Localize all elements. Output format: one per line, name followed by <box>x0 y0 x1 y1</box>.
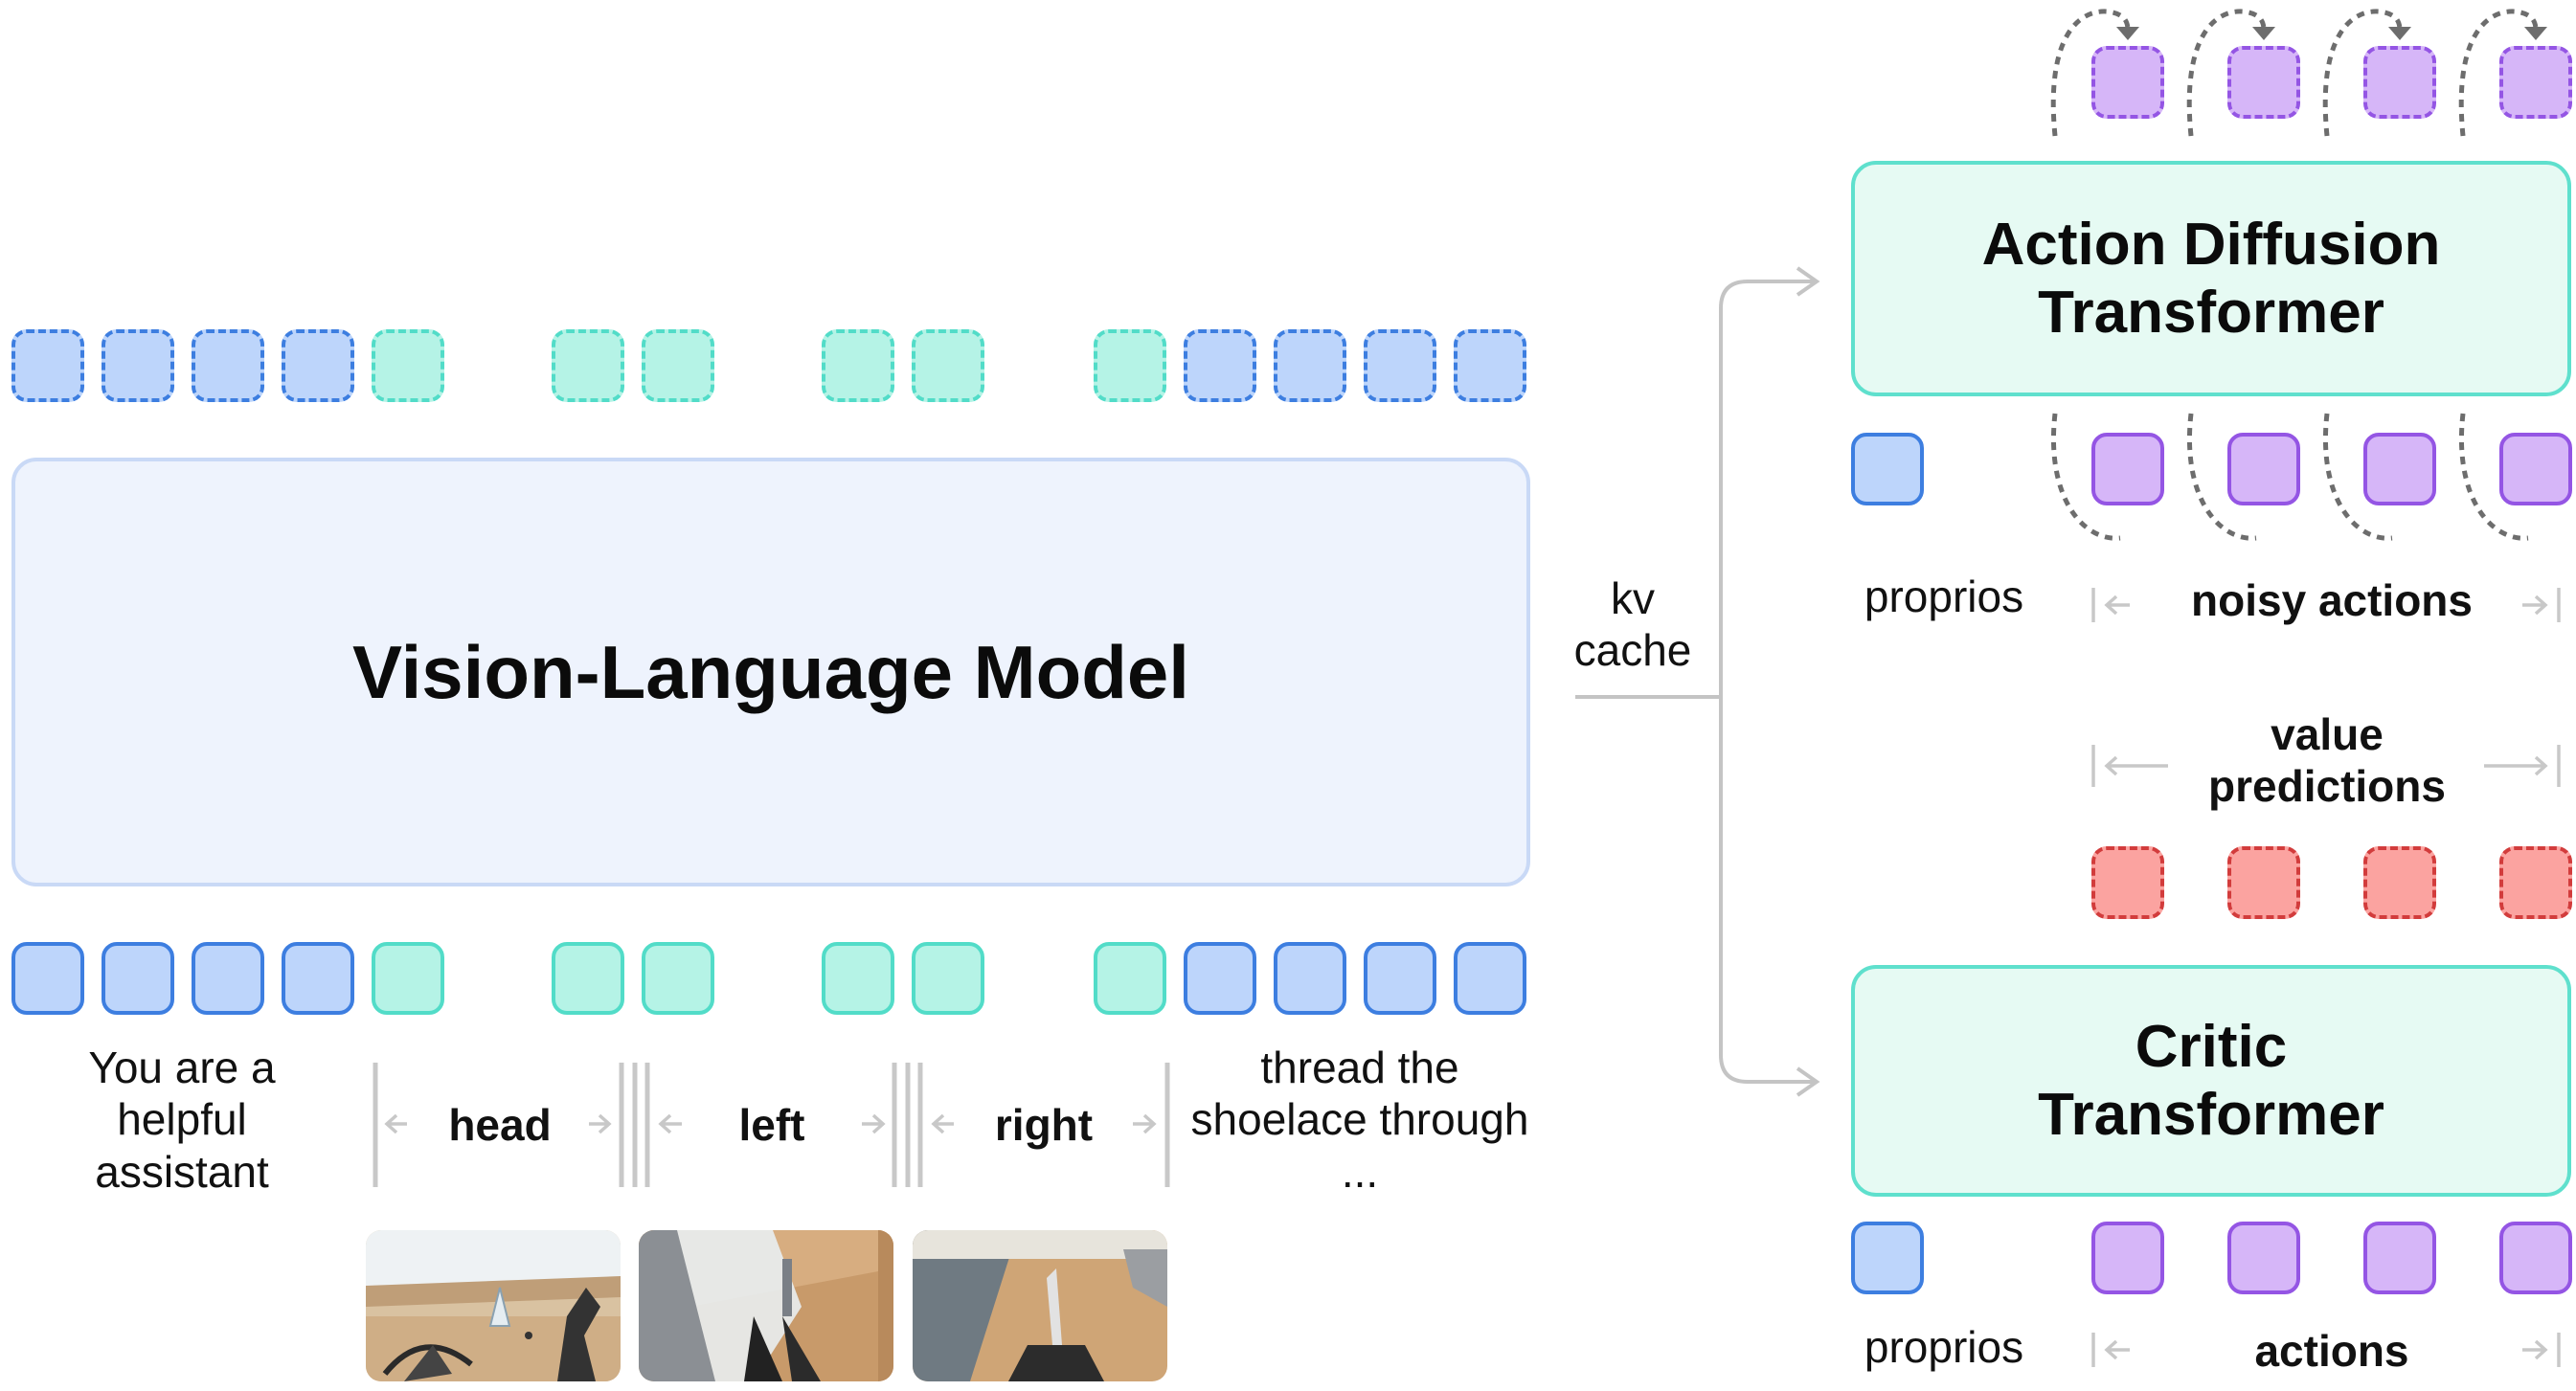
proprios-label: proprios <box>1864 572 2024 621</box>
text-output-token <box>1454 329 1526 402</box>
text-input-token <box>1364 942 1436 1015</box>
value-predictions-label: value predictions <box>2208 709 2446 812</box>
noisy-action-token <box>2227 433 2300 505</box>
head-label: head <box>448 1100 552 1150</box>
text-input-token <box>1184 942 1256 1015</box>
vision-language-model: Vision-Language Model <box>11 458 1530 886</box>
noisy-action-token <box>2363 433 2436 505</box>
instruction-label: thread the shoelace through ... <box>1190 1043 1529 1197</box>
text-output-token <box>1184 329 1256 402</box>
text-input-token <box>192 942 264 1015</box>
prompt-label: You are a helpful assistant <box>88 1043 276 1197</box>
image-input-token <box>912 942 984 1015</box>
critic-transformer-title: Critic Transformer <box>2038 1013 2384 1148</box>
proprio-token <box>1851 1222 1924 1294</box>
action-token <box>2227 1222 2300 1294</box>
segment-arrows <box>384 1113 1157 1134</box>
denoised-action-token <box>2227 46 2300 119</box>
denoised-action-token <box>2091 46 2164 119</box>
text-output-token <box>11 329 84 402</box>
kv-cache-label: kv cache <box>1573 573 1692 676</box>
value-prediction-token <box>2499 846 2572 919</box>
text-input-token <box>282 942 354 1015</box>
image-output-token <box>552 329 624 402</box>
text-output-token <box>1364 329 1436 402</box>
text-input-token <box>1454 942 1526 1015</box>
image-output-token <box>1094 329 1166 402</box>
noisy-action-token <box>2499 433 2572 505</box>
image-input-token <box>552 942 624 1015</box>
value-prediction-token <box>2091 846 2164 919</box>
action-transformer-title: Action Diffusion Transformer <box>1981 211 2441 346</box>
action-diffusion-transformer: Action Diffusion Transformer <box>1851 161 2571 396</box>
image-input-token <box>1094 942 1166 1015</box>
denoised-action-token <box>2363 46 2436 119</box>
value-prediction-token <box>2363 846 2436 919</box>
action-token <box>2499 1222 2572 1294</box>
image-output-token <box>912 329 984 402</box>
action-token <box>2363 1222 2436 1294</box>
proprio-token <box>1851 433 1924 505</box>
span-brackets <box>2091 588 2561 1367</box>
image-output-token <box>822 329 894 402</box>
kv-cache-connector <box>1575 266 1820 1097</box>
image-input-token <box>372 942 444 1015</box>
text-output-token <box>192 329 264 402</box>
image-input-token <box>822 942 894 1015</box>
noisy-action-token <box>2091 433 2164 505</box>
text-input-token <box>102 942 174 1015</box>
image-input-token <box>642 942 714 1015</box>
critic-proprios-label: proprios <box>1864 1322 2024 1372</box>
text-output-token <box>102 329 174 402</box>
actions-label: actions <box>2254 1326 2409 1376</box>
image-output-token <box>642 329 714 402</box>
action-token <box>2091 1222 2164 1294</box>
diffusion-loop-arrows <box>2050 9 2539 541</box>
right-wrist-camera-image <box>913 1230 1167 1381</box>
denoised-action-token <box>2499 46 2572 119</box>
diffusion-loop-heads <box>2116 27 2547 40</box>
text-input-token <box>1274 942 1346 1015</box>
left-label: left <box>738 1100 805 1150</box>
head-camera-image <box>366 1230 621 1381</box>
segment-dividers <box>373 1063 1170 1187</box>
vlm-title: Vision-Language Model <box>352 629 1189 714</box>
critic-transformer: Critic Transformer <box>1851 965 2571 1197</box>
right-label: right <box>994 1100 1094 1150</box>
noisy-actions-label: noisy actions <box>2191 575 2473 625</box>
text-output-token <box>282 329 354 402</box>
value-prediction-token <box>2227 846 2300 919</box>
text-output-token <box>1274 329 1346 402</box>
left-wrist-camera-image <box>639 1230 893 1381</box>
text-input-token <box>11 942 84 1015</box>
image-output-token <box>372 329 444 402</box>
